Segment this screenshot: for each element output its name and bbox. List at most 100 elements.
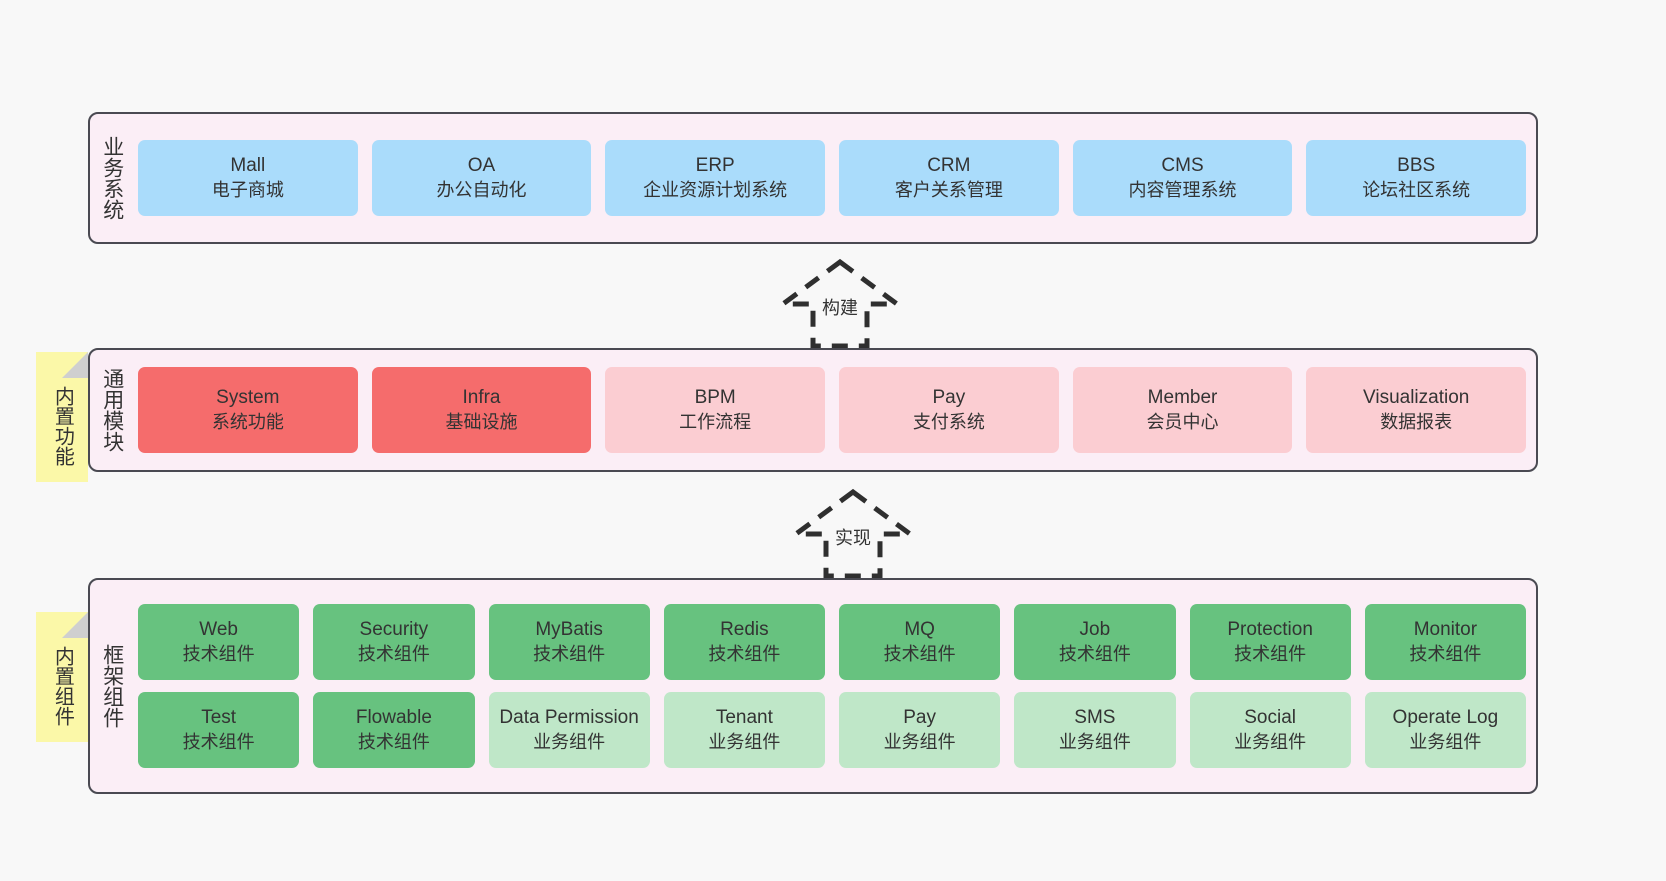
card-subtitle: 电子商城	[211, 179, 284, 200]
card-title: Member	[1147, 387, 1218, 409]
card-subtitle: 系统功能	[211, 411, 284, 432]
card-title: ERP	[695, 155, 735, 177]
card-title: CMS	[1161, 155, 1204, 177]
card-title: Data Permission	[499, 707, 639, 729]
card-title: BPM	[694, 387, 736, 409]
card-subtitle: 技术组件	[1058, 643, 1131, 664]
card-title: Pay	[903, 707, 936, 729]
card-title: Mall	[230, 155, 266, 177]
card-subtitle: 技术组件	[1234, 643, 1307, 664]
connector-implement-label: 实现	[832, 524, 874, 550]
card-title: Redis	[720, 619, 769, 641]
card-subtitle: 企业资源计划系统	[643, 179, 788, 200]
card-subtitle: 业务组件	[1234, 731, 1307, 752]
card-title: CRM	[927, 155, 971, 177]
connector-implement: 实现	[758, 488, 948, 580]
layer-modules-caption: 通用模块	[100, 368, 124, 452]
card-subtitle: 技术组件	[357, 731, 430, 752]
card-title: OA	[467, 155, 496, 177]
card-subtitle: 技术组件	[182, 643, 255, 664]
card-title: Flowable	[355, 707, 432, 729]
card-subtitle: 业务组件	[883, 731, 956, 752]
card-subtitle: 技术组件	[533, 643, 606, 664]
card-title: Infra	[462, 387, 501, 409]
card-title: Security	[359, 619, 429, 641]
card-subtitle: 论坛社区系统	[1362, 179, 1471, 200]
card-subtitle: 技术组件	[357, 643, 430, 664]
card-subtitle: 业务组件	[1409, 731, 1482, 752]
card-subtitle: 技术组件	[708, 643, 781, 664]
note-builtin-features-label: 内置功能	[51, 386, 74, 466]
note-builtin-components: 内置组件	[36, 612, 88, 742]
card-title: Web	[199, 619, 238, 641]
card-subtitle: 技术组件	[883, 643, 956, 664]
card-title: MyBatis	[535, 619, 603, 641]
card-title: Visualization	[1363, 387, 1470, 409]
card-subtitle: 业务组件	[533, 731, 606, 752]
note-builtin-components-label: 内置组件	[51, 646, 74, 726]
card-subtitle: 技术组件	[182, 731, 255, 752]
card-title: Monitor	[1413, 619, 1478, 641]
card-subtitle: 业务组件	[708, 731, 781, 752]
card-subtitle: 会员中心	[1146, 411, 1219, 432]
connector-build: 构建	[745, 258, 935, 350]
card-title: Test	[201, 707, 237, 729]
card-subtitle: 内容管理系统	[1128, 179, 1237, 200]
card-subtitle: 基础设施	[445, 411, 518, 432]
card-title: Pay	[932, 387, 966, 409]
card-title: Operate Log	[1392, 707, 1499, 729]
card-subtitle: 工作流程	[679, 411, 752, 432]
card-title: MQ	[904, 619, 935, 641]
note-builtin-features: 内置功能	[36, 352, 88, 482]
card-title: BBS	[1397, 155, 1436, 177]
card-title: System	[216, 387, 280, 409]
card-title: Tenant	[715, 707, 773, 729]
layer-business-caption: 业务系统	[100, 136, 124, 220]
card-subtitle: 业务组件	[1058, 731, 1131, 752]
connector-build-label: 构建	[819, 294, 861, 320]
card-subtitle: 办公自动化	[436, 179, 527, 200]
card-subtitle: 支付系统	[912, 411, 985, 432]
card-subtitle: 数据报表	[1380, 411, 1453, 432]
layer-framework-caption: 框架组件	[100, 644, 124, 728]
card-title: Protection	[1227, 619, 1313, 641]
card-subtitle: 技术组件	[1409, 643, 1482, 664]
card-title: SMS	[1074, 707, 1116, 729]
